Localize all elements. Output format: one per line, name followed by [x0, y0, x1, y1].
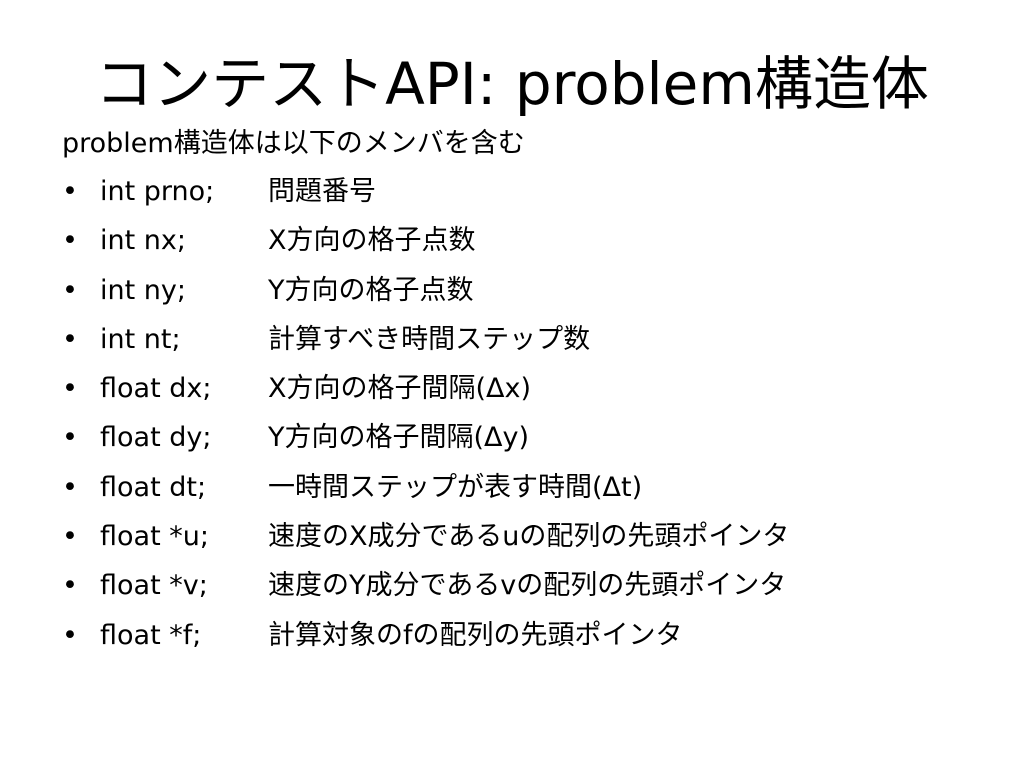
bullet: •: [62, 274, 78, 306]
member-description: 問題番号: [268, 176, 376, 207]
member-declaration: float dt;: [100, 471, 207, 503]
bullet: •: [62, 422, 78, 454]
member-declaration: int prno;: [100, 176, 215, 207]
member-description: 速度のX成分であるuの配列の先頭ポインタ: [268, 521, 790, 553]
member-description: 一時間ステップが表す時間(Δt): [268, 471, 643, 503]
bullet: •: [62, 570, 78, 602]
member-declaration: float dx;: [100, 373, 212, 405]
member-description: 計算すべき時間ステップ数: [268, 323, 591, 355]
member-description: Y方向の格子点数: [268, 274, 474, 306]
bullet: •: [62, 225, 78, 257]
bullet: •: [62, 373, 78, 405]
member-declaration: int nt;: [100, 323, 181, 355]
intro-text: problem構造体は以下のメンバを含む: [62, 128, 525, 159]
member-description: Y方向の格子間隔(Δy): [268, 422, 530, 454]
member-description: 計算対象のfの配列の先頭ポインタ: [268, 619, 683, 651]
member-declaration: int nx;: [100, 225, 186, 257]
bullet: •: [62, 521, 78, 553]
bullet: •: [62, 176, 78, 207]
member-declaration: float dy;: [100, 422, 212, 454]
slide-title: コンテストAPI: problem構造体: [95, 50, 929, 118]
member-description: 速度のY成分であるvの配列の先頭ポインタ: [268, 570, 787, 602]
bullet: •: [62, 619, 78, 651]
member-declaration: float *f;: [100, 619, 202, 651]
member-description: X方向の格子点数: [268, 225, 476, 257]
member-declaration: float *u;: [100, 521, 209, 553]
bullet: •: [62, 323, 78, 355]
member-declaration: int ny;: [100, 274, 186, 306]
member-declaration: float *v;: [100, 570, 208, 602]
member-description: X方向の格子間隔(Δx): [268, 373, 532, 405]
bullet: •: [62, 471, 78, 503]
